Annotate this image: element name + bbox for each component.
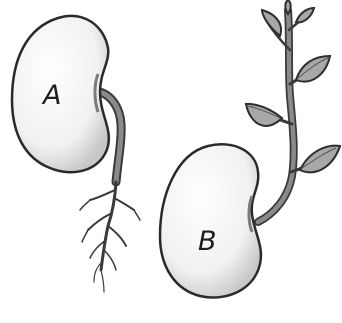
seed-b-label: B xyxy=(198,226,217,257)
leaf-lower-right xyxy=(300,146,340,173)
leaf-top-right xyxy=(296,8,314,22)
seed-a: A xyxy=(12,16,140,292)
seed-a-label: A xyxy=(41,80,61,111)
leaf-apex xyxy=(285,0,290,14)
seed-b: B xyxy=(160,0,340,298)
seed-b-body xyxy=(160,144,261,297)
leaf-top-left xyxy=(262,10,281,36)
